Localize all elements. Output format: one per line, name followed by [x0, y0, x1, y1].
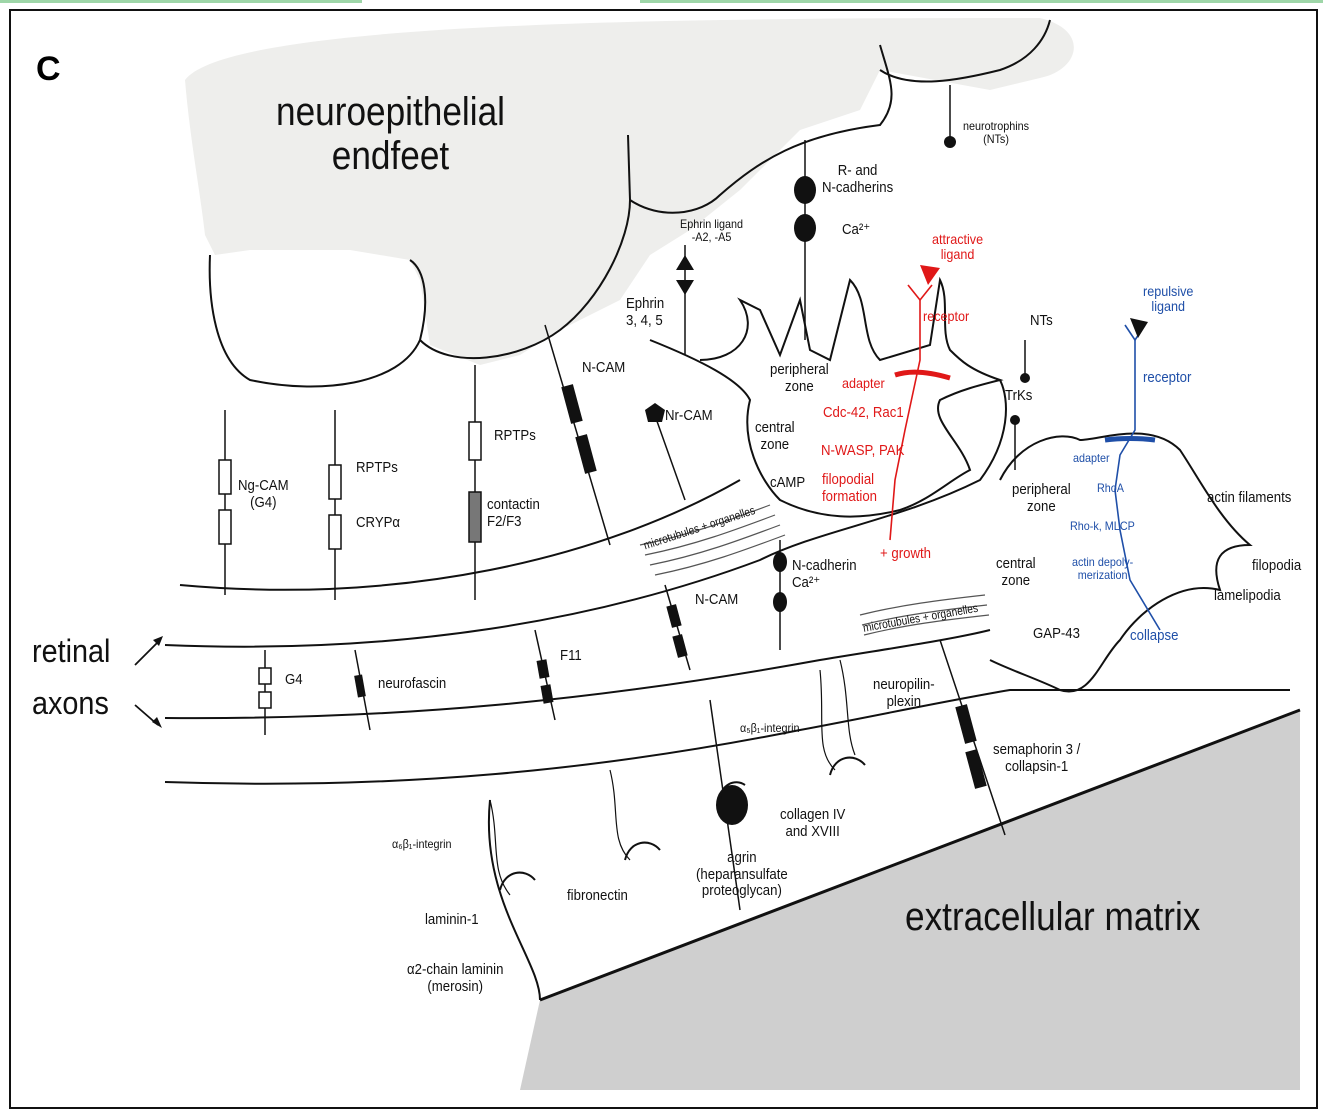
label-neurofascin: neurofascin — [378, 676, 446, 693]
label-nts: NTs — [1030, 313, 1053, 330]
label-filopodial: filopodial formation — [822, 472, 877, 505]
label-fibronectin: fibronectin — [567, 888, 628, 905]
receptor-boxes — [219, 422, 481, 708]
label-cryp: CRYPα — [356, 515, 400, 532]
label-neuropilin: neuropilin- plexin — [873, 677, 935, 710]
label-ngcam: Ng-CAM (G4) — [238, 478, 289, 511]
label-collapse: collapse — [1130, 628, 1178, 645]
label-nrcam: Nr-CAM — [665, 408, 713, 425]
label-g4: G4 — [285, 672, 303, 689]
label-ncadherin: N-cadherin Ca²⁺ — [792, 558, 857, 591]
label-central-zone-1: central zone — [755, 420, 795, 453]
label-trks: TrKs — [1005, 388, 1032, 405]
label-ephrin-ligand: Ephrin ligand -A2, -A5 — [680, 218, 743, 244]
label-a6b1: α₆β₁-integrin — [392, 838, 451, 851]
label-peripheral-zone-1: peripheral zone — [770, 362, 829, 395]
label-neurotrophins: neurotrophins (NTs) — [963, 120, 1029, 146]
label-growth: + growth — [880, 546, 931, 563]
label-filopodia: filopodia — [1252, 558, 1301, 575]
label-lamelipodia: lamelipodia — [1214, 588, 1281, 605]
label-repulsive-receptor: receptor — [1143, 370, 1191, 387]
label-rhok: Rho-k, MLCP — [1070, 520, 1135, 533]
axons-title: axons — [32, 686, 109, 721]
label-rptps-2: RPTPs — [356, 460, 398, 477]
label-collagen: collagen IV and XVIII — [780, 807, 845, 840]
label-repulsive-ligand: repulsive ligand — [1143, 284, 1193, 315]
label-camp: cAMP — [770, 475, 805, 492]
axon-pointers — [135, 640, 160, 725]
label-rhoa: RhoA — [1097, 482, 1124, 495]
label-agrin: agrin (heparansulfate proteoglycan) — [696, 850, 788, 900]
label-ncam-mid: N-CAM — [695, 592, 738, 609]
label-actin-depoly: actin depoly- merization — [1072, 556, 1133, 582]
label-attractive-adapter: adapter — [842, 376, 885, 391]
label-ncam-top: N-CAM — [582, 360, 625, 377]
pointer-arrowhead-2 — [152, 717, 162, 728]
label-semaphorin: semaphorin 3 / collapsin-1 — [993, 742, 1080, 775]
attractive-ligand-triangle — [920, 265, 940, 285]
label-contactin: contactin F2/F3 — [487, 497, 540, 530]
label-actin-filaments: actin filaments — [1207, 490, 1291, 507]
label-ca-top: Ca²⁺ — [842, 222, 870, 239]
label-laminin1: laminin-1 — [425, 912, 479, 929]
label-a2laminin: α2-chain laminin (merosin) — [407, 962, 503, 995]
label-rptps-1: RPTPs — [494, 428, 536, 445]
label-nwasp: N-WASP, PAK — [821, 443, 904, 460]
label-attractive-ligand: attractive ligand — [932, 232, 983, 263]
label-cdc42: Cdc-42, Rac1 — [823, 405, 904, 422]
label-cadherins: R- and N-cadherins — [822, 163, 893, 196]
label-gap43: GAP-43 — [1033, 626, 1080, 643]
label-repulsive-adapter: adapter — [1073, 452, 1110, 465]
panel-label: C — [36, 50, 61, 89]
label-central-zone-2: central zone — [996, 556, 1036, 589]
label-peripheral-zone-2: peripheral zone — [1012, 482, 1071, 515]
ecm-title: extracellular matrix — [905, 895, 1200, 939]
retinal-title: retinal — [32, 634, 110, 669]
endfeet-title: neuroepithelial endfeet — [276, 90, 505, 178]
label-ephrin: Ephrin 3, 4, 5 — [626, 296, 664, 329]
label-a5b1: α₅β₁-integrin — [740, 722, 799, 735]
repulsive-ligand-triangle — [1130, 318, 1148, 338]
label-attractive-receptor: receptor — [923, 309, 969, 324]
label-f11: F11 — [560, 648, 582, 665]
